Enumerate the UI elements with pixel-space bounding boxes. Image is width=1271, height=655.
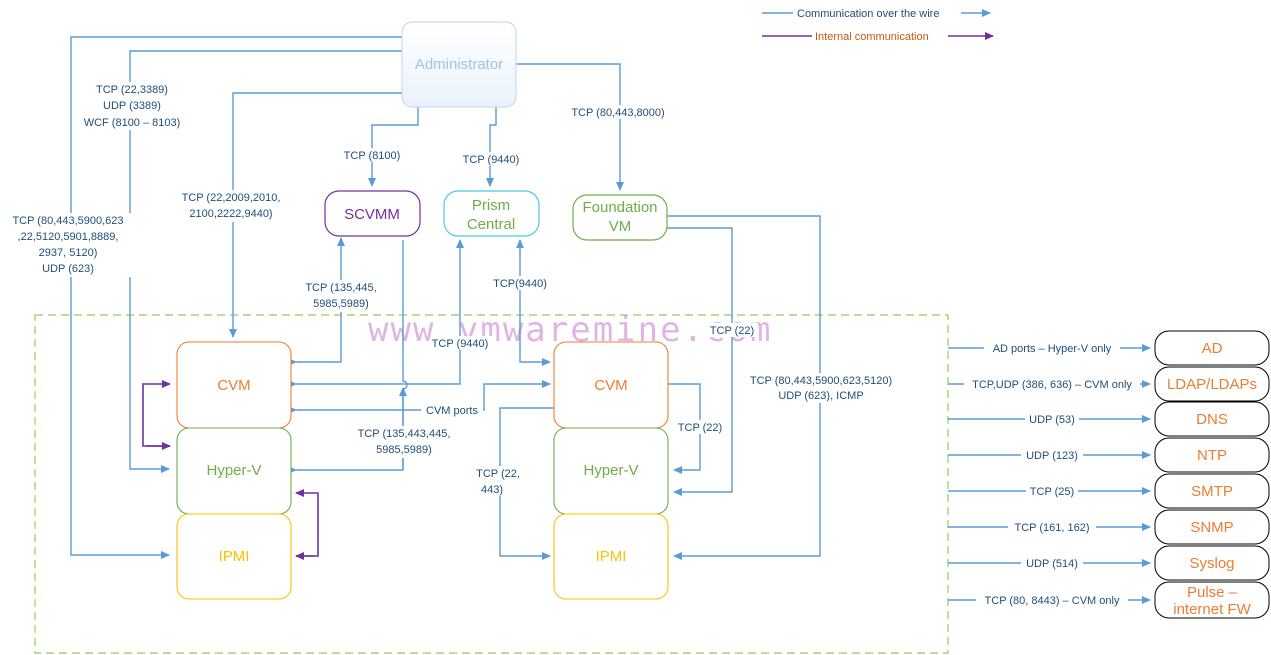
right-host: CVM Hyper-V IPMI bbox=[553, 341, 669, 600]
conn-cvm-ports bbox=[298, 380, 551, 411]
prism-central-node[interactable]: Prism Central bbox=[443, 190, 540, 237]
label-right-cvm-hyperv: TCP (22) bbox=[678, 422, 722, 434]
label-scvmm-cvm-2: 5985,5989) bbox=[313, 298, 369, 310]
legend: Communication over the wire Internal com… bbox=[762, 5, 994, 43]
label-admin-rdp-1: TCP (22,3389) bbox=[96, 84, 168, 96]
label-prism-right-cvm: TCP(9440) bbox=[493, 278, 547, 290]
label-admin-foundation: TCP (80,443,8000) bbox=[571, 107, 664, 119]
right-ipmi-label: IPMI bbox=[596, 548, 627, 565]
service-syslog-name: Syslog bbox=[1189, 555, 1234, 572]
service-ad-name: AD bbox=[1202, 340, 1223, 357]
service-smtp-name: SMTP bbox=[1191, 483, 1233, 500]
service-dns-name: DNS bbox=[1196, 411, 1228, 428]
service-syslog-ports: UDP (514) bbox=[1026, 558, 1078, 570]
left-cvm-label: CVM bbox=[217, 377, 250, 394]
foundation-vm-node[interactable]: Foundation VM bbox=[572, 194, 668, 241]
left-hyperv-node[interactable]: Hyper-V bbox=[176, 427, 292, 515]
conn-admin-prism bbox=[486, 107, 497, 187]
foundation-vm-label-2: VM bbox=[609, 218, 632, 235]
service-smtp[interactable]: TCP (25) SMTP bbox=[948, 473, 1270, 509]
conn-admin-ipmi bbox=[70, 36, 402, 559]
legend-wire-label: Communication over the wire bbox=[797, 8, 939, 20]
right-cvm-label: CVM bbox=[594, 377, 627, 394]
service-ldap-name: LDAP/LDAPs bbox=[1167, 376, 1257, 393]
left-ipmi-label: IPMI bbox=[219, 548, 250, 565]
service-ldap-ports: TCP,UDP (386, 636) – CVM only bbox=[972, 379, 1132, 391]
service-dns-ports: UDP (53) bbox=[1029, 414, 1075, 426]
scvmm-label: SCVMM bbox=[344, 206, 400, 223]
right-cvm-node[interactable]: CVM bbox=[553, 341, 669, 429]
port-labels: TCP (22,3389) UDP (3389) WCF (8100 – 810… bbox=[4, 82, 900, 496]
right-ipmi-node[interactable]: IPMI bbox=[553, 513, 669, 600]
label-foundation-ipmi-2: UDP (623), ICMP bbox=[778, 390, 863, 402]
right-hyperv-label: Hyper-V bbox=[583, 462, 638, 479]
label-foundation-ipmi-1: TCP (80,443,5900,623,5120) bbox=[750, 375, 892, 387]
left-hyperv-label: Hyper-V bbox=[206, 462, 261, 479]
conn-admin-cvm bbox=[229, 92, 402, 338]
service-snmp[interactable]: TCP (161, 162) SNMP bbox=[948, 509, 1270, 545]
conn-scvmm-cvm bbox=[298, 237, 345, 363]
service-pulse-name-1: Pulse – bbox=[1187, 584, 1238, 601]
cluster-boundary bbox=[34, 314, 949, 654]
label-scvmm-hyperv-2: 5985,5989) bbox=[376, 444, 432, 456]
service-ntp-ports: UDP (123) bbox=[1026, 450, 1078, 462]
right-hyperv-node[interactable]: Hyper-V bbox=[553, 427, 669, 515]
service-pulse-name-2: internet FW bbox=[1173, 601, 1251, 618]
scvmm-node[interactable]: SCVMM bbox=[324, 190, 421, 237]
label-admin-cvm-2: 2100,2222,9440) bbox=[189, 208, 272, 220]
conn-foundation-hyperv bbox=[666, 227, 733, 496]
service-ntp[interactable]: UDP (123) NTP bbox=[948, 437, 1270, 473]
service-snmp-name: SNMP bbox=[1190, 519, 1233, 536]
service-ad-ports: AD ports – Hyper-V only bbox=[993, 343, 1112, 355]
foundation-vm-label-1: Foundation bbox=[582, 199, 657, 216]
label-admin-scvmm: TCP (8100) bbox=[344, 150, 401, 162]
service-ldap[interactable]: TCP,UDP (386, 636) – CVM only LDAP/LDAPs bbox=[948, 366, 1270, 402]
label-admin-ipmi-1: TCP (80,443,5900,623 bbox=[12, 215, 123, 227]
label-admin-ipmi-3: 2937, 5120) bbox=[39, 247, 98, 259]
service-smtp-ports: TCP (25) bbox=[1030, 486, 1074, 498]
prism-central-label-2: Central bbox=[467, 216, 515, 233]
conn-cvm-hyperv-internal bbox=[142, 380, 171, 447]
service-pulse-ports: TCP (80, 8443) – CVM only bbox=[985, 595, 1120, 607]
service-snmp-ports: TCP (161, 162) bbox=[1014, 522, 1089, 534]
left-ipmi-node[interactable]: IPMI bbox=[176, 513, 292, 600]
service-syslog[interactable]: UDP (514) Syslog bbox=[948, 545, 1270, 581]
label-admin-ipmi-2: ,22,5120,5901,8889, bbox=[18, 231, 119, 243]
label-admin-cvm-1: TCP (22,2009,2010, bbox=[182, 192, 281, 204]
conn-admin-scvmm bbox=[368, 107, 419, 187]
label-prism-left-cvm: TCP (9440) bbox=[432, 338, 489, 350]
label-admin-rdp-3: WCF (8100 – 8103) bbox=[84, 117, 181, 129]
conn-prism-left-cvm bbox=[298, 239, 464, 385]
label-foundation-hyperv: TCP (22) bbox=[710, 325, 754, 337]
administrator-node[interactable]: Administrator bbox=[401, 21, 517, 108]
service-pulse[interactable]: TCP (80, 8443) – CVM only Pulse – intern… bbox=[948, 581, 1270, 619]
label-right-cvm-ipmi-2: 443) bbox=[481, 484, 503, 496]
service-dns[interactable]: UDP (53) DNS bbox=[948, 401, 1270, 437]
label-admin-rdp-2: UDP (3389) bbox=[103, 100, 161, 112]
external-services: AD ports – Hyper-V only AD TCP,UDP (386,… bbox=[948, 330, 1270, 619]
label-scvmm-cvm-1: TCP (135,445, bbox=[305, 282, 376, 294]
service-ad[interactable]: AD ports – Hyper-V only AD bbox=[948, 330, 1270, 366]
service-ntp-name: NTP bbox=[1197, 447, 1227, 464]
prism-central-label-1: Prism bbox=[472, 197, 510, 214]
conn-admin-foundation bbox=[516, 63, 624, 191]
internal-connectors bbox=[142, 380, 319, 560]
legend-internal-label: Internal communication bbox=[815, 31, 929, 43]
label-scvmm-hyperv-1: TCP (135,443,445, bbox=[358, 428, 451, 440]
left-host: CVM Hyper-V IPMI bbox=[176, 341, 292, 600]
administrator-label: Administrator bbox=[415, 56, 503, 73]
label-cvm-ports: CVM ports bbox=[426, 405, 478, 417]
left-cvm-node[interactable]: CVM bbox=[176, 341, 292, 429]
label-admin-prism: TCP (9440) bbox=[463, 154, 520, 166]
conn-hyperv-ipmi-internal bbox=[295, 489, 319, 557]
label-right-cvm-ipmi-1: TCP (22, bbox=[476, 468, 520, 480]
label-admin-ipmi-4: UDP (623) bbox=[42, 263, 94, 275]
